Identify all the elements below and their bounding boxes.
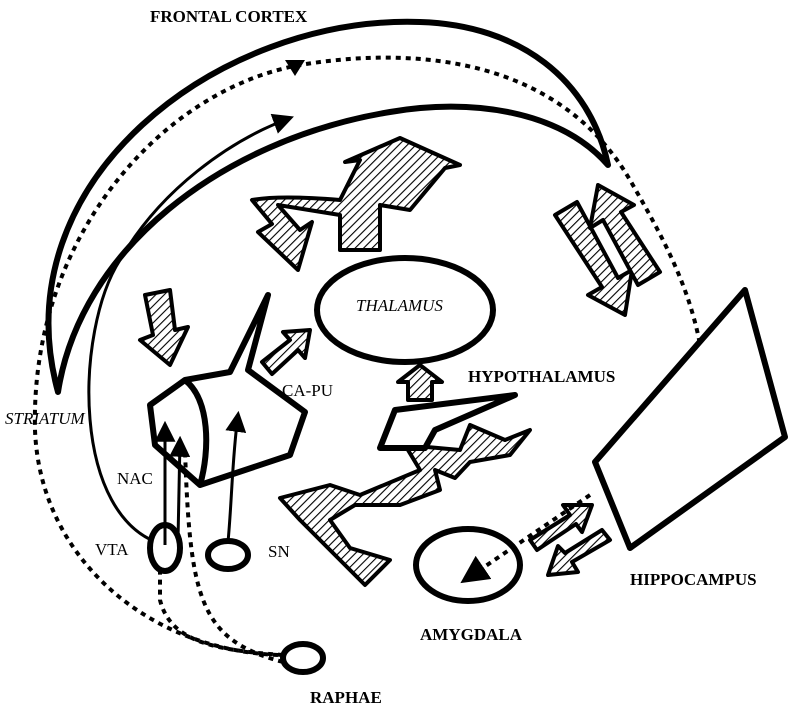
raphe-vta-dotted-1: [160, 570, 283, 655]
hypothalamus-label: HYPOTHALAMUS: [468, 367, 615, 386]
hypothalamus-thalamus-hatched-arrow: [398, 365, 442, 400]
sn-label: SN: [268, 542, 290, 561]
raphae-ellipse: [283, 644, 323, 672]
striatum-label: STRIATUM: [5, 409, 85, 428]
thalamus-cortex-hatched-arrow: [252, 138, 460, 270]
cortex-striatum-hatched-arrow: [140, 290, 188, 365]
sn-ellipse: [208, 541, 248, 569]
frontal-cortex-label: FRONTAL CORTEX: [150, 7, 308, 26]
capu-thalamus-hatched-arrow: [262, 330, 310, 374]
hippocampus-shape: [595, 290, 785, 548]
raphae-label: RAPHAE: [310, 688, 382, 707]
thalamus-label: THALAMUS: [356, 296, 443, 315]
hippocampus-label: HIPPOCAMPUS: [630, 570, 757, 589]
vta-nac-arrow-2: [178, 440, 180, 540]
ca-pu-label: CA-PU: [282, 381, 333, 400]
amygdala-label: AMYGDALA: [420, 625, 523, 644]
vta-label: VTA: [95, 540, 129, 559]
nac-label: NAC: [117, 469, 153, 488]
amygdala-ellipse: [416, 529, 520, 601]
